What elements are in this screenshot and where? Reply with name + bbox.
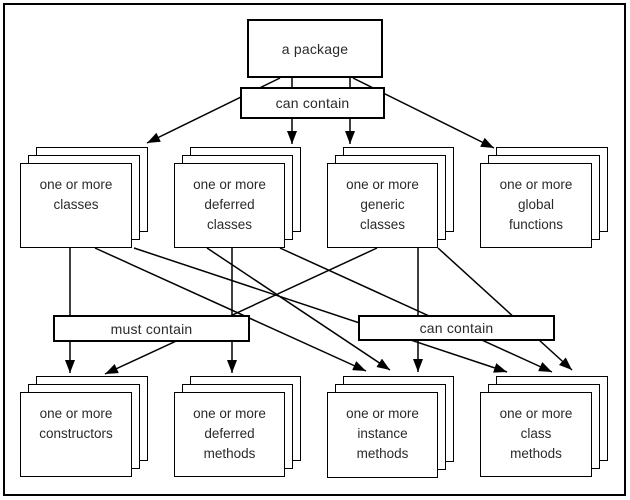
stack-label-line: class bbox=[520, 426, 552, 441]
stack-label-line: instance bbox=[357, 426, 408, 441]
stack-deferred-methods: one or more deferred methods bbox=[174, 376, 301, 477]
stack-label-line: deferred bbox=[204, 197, 255, 212]
connector-deferred-classes-to-class-methods bbox=[279, 247, 553, 373]
stack-label-line: one or more bbox=[346, 177, 419, 192]
relation-label: can contain bbox=[419, 320, 494, 336]
package-label: a package bbox=[281, 40, 349, 57]
package-box: a package bbox=[247, 19, 383, 78]
stack-deferred-classes: one or more deferred classes bbox=[174, 147, 301, 248]
stack-front-sheet: one or more class methods bbox=[480, 392, 592, 477]
connector-classes-to-instance-methods bbox=[94, 247, 367, 372]
stack-label-line: classes bbox=[359, 217, 405, 232]
stack-generic-classes: one or more generic classes bbox=[327, 147, 454, 248]
stack-label-line: global bbox=[517, 197, 555, 212]
stack-label-line: classes bbox=[206, 217, 252, 232]
relation-box-can-contain-top: can contain bbox=[240, 87, 385, 119]
stack-label-line: generic bbox=[360, 197, 405, 212]
stack-constructors: one or more constructors bbox=[20, 376, 148, 477]
connector-generic-classes-to-class-methods bbox=[437, 247, 573, 371]
stack-instance-methods: one or more instance methods bbox=[327, 376, 454, 478]
stack-label-line: one or more bbox=[193, 177, 266, 192]
stack-front-sheet: one or more generic classes bbox=[327, 163, 438, 248]
relation-label: must contain bbox=[110, 320, 193, 337]
stack-label-line: one or more bbox=[499, 406, 573, 421]
relation-box-can-contain-mid: can contain bbox=[358, 315, 555, 341]
stack-label-line: one or more bbox=[193, 406, 266, 421]
stack-label-line: one or more bbox=[499, 177, 573, 192]
relation-label: can contain bbox=[275, 95, 350, 111]
stack-label-line: methods bbox=[356, 446, 409, 461]
relation-box-must-contain: must contain bbox=[53, 315, 250, 342]
stack-global-functions: one or more global functions bbox=[480, 147, 608, 248]
stack-label-line: one or more bbox=[346, 406, 419, 421]
stack-front-sheet: one or more deferred methods bbox=[174, 392, 285, 477]
stack-front-sheet: one or more global functions bbox=[480, 163, 592, 248]
stack-label-line: methods bbox=[203, 446, 256, 461]
stack-classes: one or more classes bbox=[20, 147, 148, 248]
stack-label-line: methods bbox=[510, 446, 562, 461]
stack-class-methods: one or more class methods bbox=[480, 376, 608, 477]
connector-generic-classes-to-constructors bbox=[104, 247, 378, 375]
stack-label-line: functions bbox=[508, 217, 564, 232]
stack-front-sheet: one or more constructors bbox=[20, 392, 132, 477]
stack-label-line: classes bbox=[53, 197, 99, 212]
stack-label-line: constructors bbox=[39, 426, 113, 441]
stack-front-sheet: one or more instance methods bbox=[327, 392, 438, 478]
stack-label-line: deferred bbox=[204, 426, 255, 441]
stack-front-sheet: one or more classes bbox=[20, 163, 132, 248]
stack-front-sheet: one or more deferred classes bbox=[174, 163, 285, 248]
stack-label-line: one or more bbox=[39, 406, 113, 421]
connector-classes-to-class-methods bbox=[133, 247, 508, 373]
connector-deferred-classes-to-instance-methods bbox=[206, 247, 391, 371]
stack-label-line: one or more bbox=[39, 177, 113, 192]
